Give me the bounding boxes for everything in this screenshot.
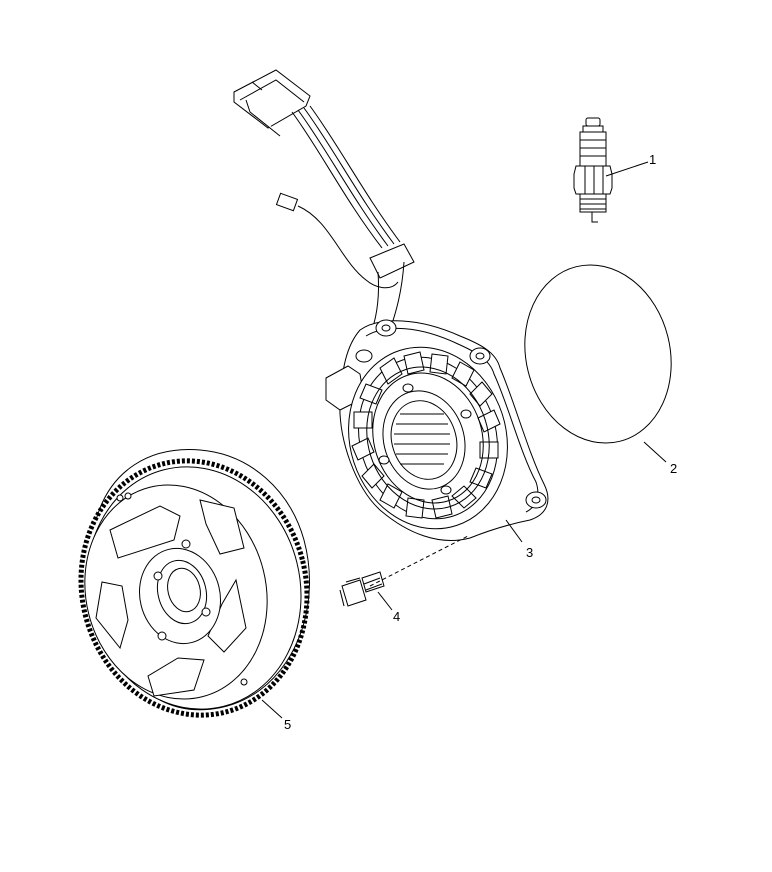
callout-3-label: 3 bbox=[526, 545, 534, 560]
gasket-icon bbox=[506, 249, 689, 458]
callout-4-label: 4 bbox=[393, 609, 401, 624]
stator-icon bbox=[234, 70, 548, 550]
spark-plug-icon bbox=[574, 118, 612, 222]
callout-2-label: 2 bbox=[670, 461, 678, 476]
flywheel-icon bbox=[54, 437, 333, 740]
callout-5-label: 5 bbox=[284, 717, 292, 732]
callout-1-label: 1 bbox=[649, 152, 657, 167]
bolt-icon bbox=[340, 572, 384, 606]
leader-lines bbox=[262, 162, 666, 718]
